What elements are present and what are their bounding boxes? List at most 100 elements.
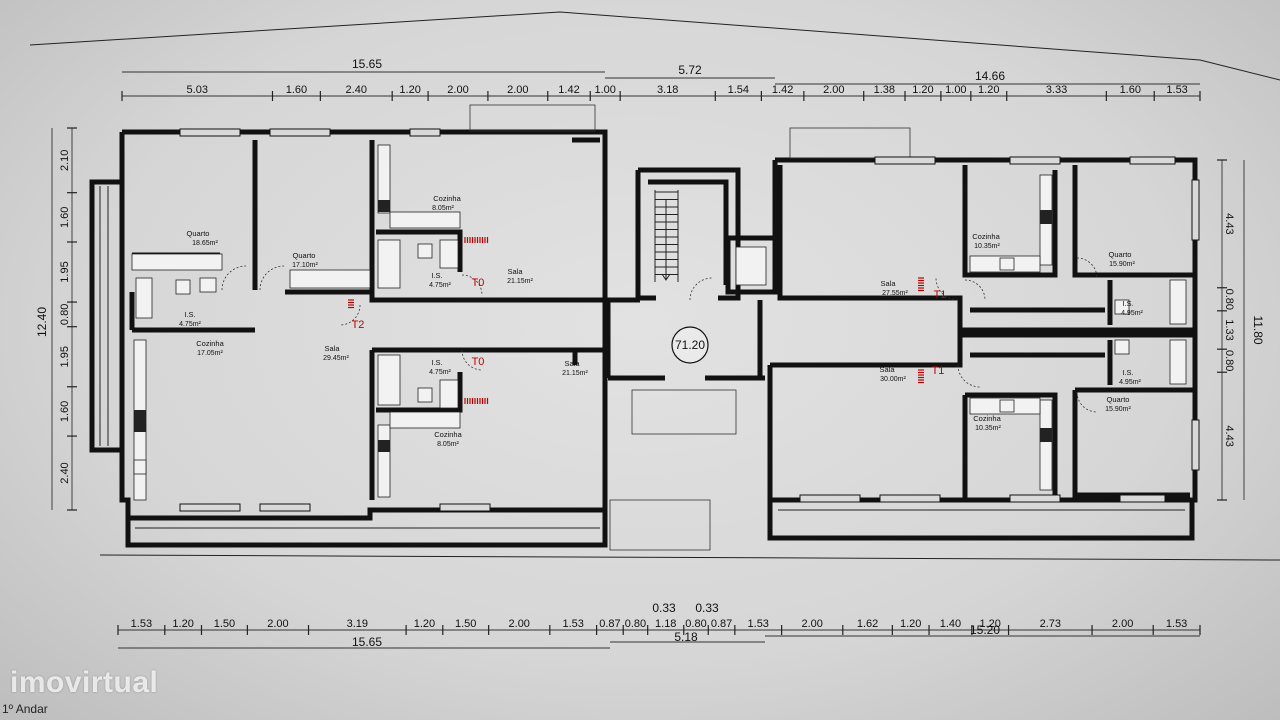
dim-top-segment: 1.42 — [558, 84, 579, 96]
left-dimensions: 12.40 2.10 1.60 1.95 0.80 1.95 1.60 2.40 — [35, 127, 77, 511]
dim-right-segment: 0.80 — [1223, 350, 1235, 371]
dim-bottom-segment: 1.53 — [1166, 618, 1187, 630]
dim-bottom-segment: 1.53 — [563, 618, 584, 630]
room-label: Cozinha — [973, 414, 1001, 423]
dim-bottom-segment: 2.00 — [802, 618, 823, 630]
dim-bottom-small-1: 0.33 — [652, 601, 676, 615]
core-walls: 71.20 — [605, 167, 778, 551]
dim-top-total-center: 5.72 — [678, 63, 702, 77]
dim-bottom-segment: 1.20 — [172, 618, 193, 630]
room-label: I.S. — [1122, 368, 1133, 377]
dim-top-segment: 1.38 — [874, 84, 895, 96]
dim-top-total-left: 15.65 — [352, 57, 382, 71]
dim-right-segment: 1.33 — [1223, 319, 1235, 340]
dim-left-segment: 1.60 — [59, 207, 71, 228]
dim-top-segment: 1.20 — [978, 84, 999, 96]
imovirtual-watermark: imovirtual — [10, 666, 159, 699]
dim-top-total-right: 14.66 — [975, 69, 1005, 83]
dim-left-segment: 0.80 — [59, 304, 71, 325]
room-area: 4.75m² — [429, 282, 451, 289]
dim-bottom-segment: 3.19 — [347, 618, 368, 630]
dim-bottom-segment: 1.40 — [940, 618, 961, 630]
room-area: 10.35m² — [975, 425, 1001, 432]
floor-label: 1º Andar — [2, 702, 48, 716]
dim-top-segment: 1.54 — [728, 84, 749, 96]
dim-top-segment: 2.40 — [346, 84, 367, 96]
unit-tags: T2 T0 T0 T1 T1 — [352, 277, 947, 377]
dim-right-segment: 4.43 — [1223, 425, 1235, 446]
dim-top-segment: 1.20 — [399, 84, 420, 96]
unit-tag-t1b: T1 — [932, 365, 945, 377]
dim-top-segment: 2.00 — [447, 84, 468, 96]
room-area: 4.95m² — [1121, 310, 1143, 317]
room-area: 27.55m² — [882, 290, 908, 297]
dim-bottom-segment: 0.87 — [599, 618, 620, 630]
dim-left-segment: 1.95 — [59, 346, 71, 367]
dim-bottom-segment: 2.00 — [267, 618, 288, 630]
room-area: 29.45m² — [323, 355, 349, 362]
dim-bottom-segment: 1.53 — [131, 618, 152, 630]
dim-top-segment: 1.60 — [286, 84, 307, 96]
dim-right-segment: 0.80 — [1223, 289, 1235, 310]
room-area: 8.05m² — [432, 205, 454, 212]
room-area: 4.95m² — [1119, 379, 1141, 386]
door-swings — [221, 257, 1098, 413]
room-area: 10.35m² — [974, 243, 1000, 250]
unit-entrances — [348, 237, 924, 404]
dim-top-segment: 3.33 — [1046, 84, 1067, 96]
dim-left-total: 12.40 — [35, 307, 49, 337]
dim-bottom-segment: 2.73 — [1040, 618, 1061, 630]
room-area: 4.75m² — [179, 321, 201, 328]
room-labels: Quarto 18.65m² Quarto 17.10m² I.S. 4.75m… — [179, 194, 1143, 448]
dim-bottom-segment: 1.20 — [414, 618, 435, 630]
site-boundary-bottom — [99, 554, 1280, 561]
dim-bottom-segment: 1.50 — [214, 618, 235, 630]
room-label: I.S. — [184, 310, 195, 319]
room-label: Quarto — [187, 229, 210, 238]
room-label: Cozinha — [196, 339, 224, 348]
fixtures — [131, 144, 1187, 501]
dim-left-segment: 1.95 — [59, 261, 71, 282]
room-area: 17.05m² — [197, 350, 223, 357]
dim-bottom-segment: 1.50 — [455, 618, 476, 630]
right-block-walls — [767, 127, 1200, 541]
core-area-label: 71.20 — [675, 338, 705, 352]
dim-bottom-segment: 0.80 — [685, 618, 706, 630]
room-area: 4.75m² — [429, 369, 451, 376]
room-label: Quarto — [1107, 395, 1130, 404]
dim-left-segment: 2.10 — [59, 150, 71, 171]
dim-bottom-segment: 1.18 — [655, 618, 676, 630]
room-label: Sala — [564, 359, 580, 368]
room-area: 21.15m² — [507, 278, 533, 285]
room-label: Cozinha — [972, 232, 1000, 241]
dim-top-segment: 3.18 — [657, 84, 678, 96]
room-label: Sala — [879, 365, 895, 374]
dim-bottom-segment: 0.87 — [711, 618, 732, 630]
unit-tag-t0b: T0 — [472, 356, 485, 368]
dim-bottom-small-2: 0.33 — [695, 601, 719, 615]
room-label: Cozinha — [433, 194, 461, 203]
dim-bottom-segment: 2.00 — [509, 618, 530, 630]
dim-top-segment: 1.00 — [594, 84, 615, 96]
dim-bottom-segment: 1.53 — [748, 618, 769, 630]
left-block-walls — [89, 104, 640, 548]
dim-left-segment: 1.60 — [59, 401, 71, 422]
room-label: I.S. — [431, 271, 442, 280]
room-label: I.S. — [431, 358, 442, 367]
room-label: I.S. — [1122, 299, 1133, 308]
dim-top-segment: 1.53 — [1166, 84, 1187, 96]
dim-bottom-segment: 1.20 — [900, 618, 921, 630]
room-area: 15.90m² — [1105, 406, 1131, 413]
room-area: 17.10m² — [292, 262, 318, 269]
room-label: Sala — [880, 279, 896, 288]
dim-top-segment: 1.00 — [945, 84, 966, 96]
dim-right-segment: 4.43 — [1223, 213, 1235, 234]
dim-left-segment: 2.40 — [59, 462, 71, 483]
dim-top-segment: 2.00 — [507, 84, 528, 96]
dim-bottom-segment: 0.80 — [625, 618, 646, 630]
room-label: Sala — [324, 344, 340, 353]
